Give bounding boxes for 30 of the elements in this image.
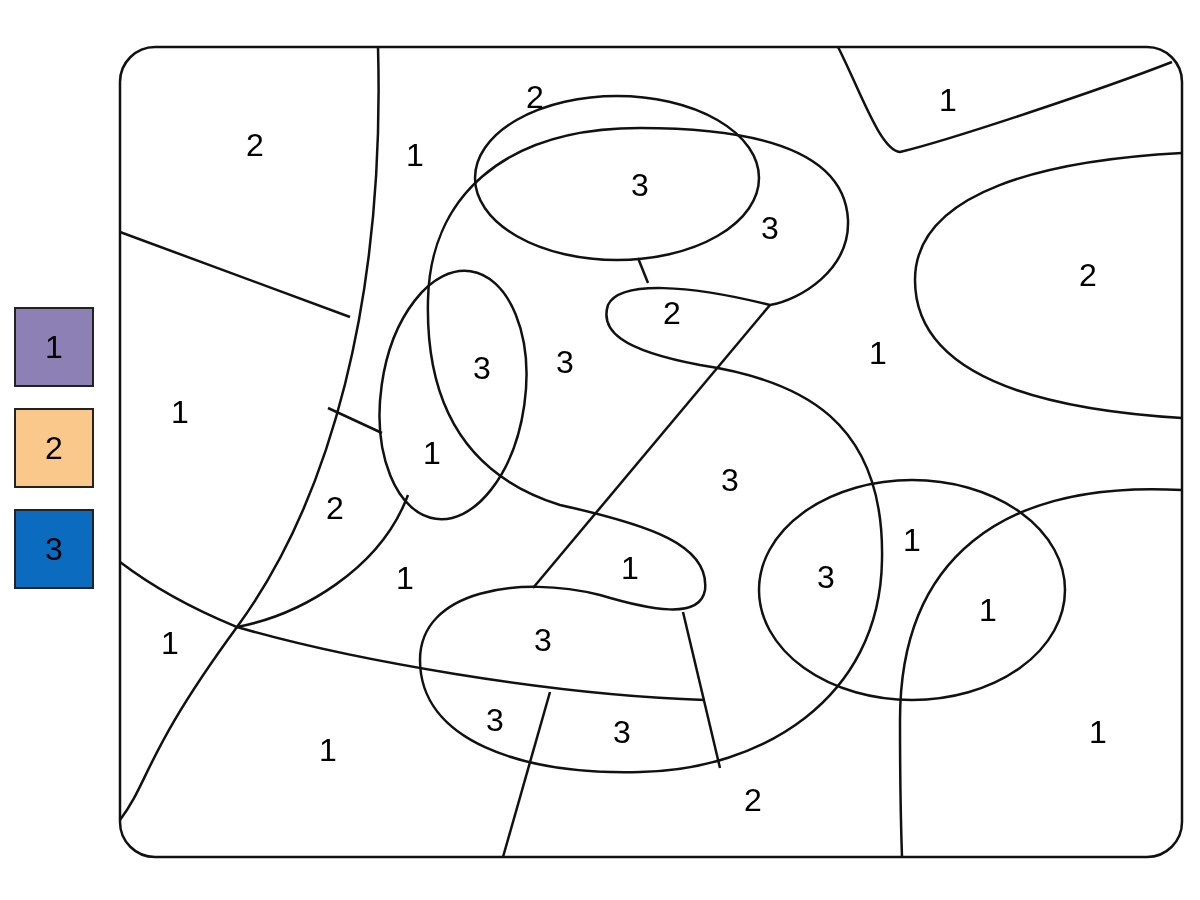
region-number: 2 — [246, 129, 264, 161]
region-number: 1 — [406, 139, 424, 171]
region-number: 1 — [869, 337, 887, 369]
region-number: 3 — [721, 464, 739, 496]
region-number: 3 — [817, 561, 835, 593]
region-number: 1 — [939, 84, 957, 116]
region-number: 3 — [534, 624, 552, 656]
region-number: 2 — [1079, 259, 1097, 291]
region-number: 1 — [396, 562, 414, 594]
region-number: 1 — [171, 396, 189, 428]
region-number: 1 — [621, 552, 639, 584]
region-number: 2 — [526, 81, 544, 113]
region-number: 3 — [486, 704, 504, 736]
color-swatch: 1 — [14, 307, 94, 387]
region-number: 3 — [613, 716, 631, 748]
color-swatch: 3 — [14, 509, 94, 589]
region-number: 2 — [326, 492, 344, 524]
region-number: 1 — [1089, 716, 1107, 748]
region-number: 3 — [631, 169, 649, 201]
region-number: 1 — [161, 627, 179, 659]
region-number: 2 — [744, 784, 762, 816]
region-number: 1 — [319, 734, 337, 766]
region-number: 3 — [556, 346, 574, 378]
region-number: 3 — [473, 352, 491, 384]
region-number: 3 — [761, 212, 779, 244]
region-number: 1 — [423, 437, 441, 469]
region-number: 1 — [903, 524, 921, 556]
region-number: 1 — [979, 594, 997, 626]
region-number: 2 — [663, 297, 681, 329]
color-swatch: 2 — [14, 408, 94, 488]
